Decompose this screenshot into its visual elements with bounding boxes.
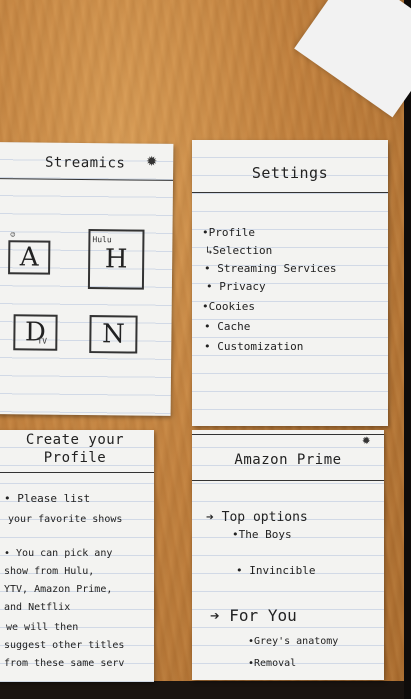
profile-line-1: • Please list [4, 492, 91, 505]
settings-item-profile[interactable]: •Profile [202, 226, 255, 239]
arrow-right-icon: ➔ [206, 510, 214, 525]
settings-item-cookies[interactable]: •Cookies [202, 300, 255, 313]
settings-divider [192, 192, 388, 193]
settings-item-privacy[interactable]: • Privacy [206, 280, 266, 293]
top-item-invincible[interactable]: • Invincible [236, 564, 316, 577]
profile-line-8: suggest other titles [4, 640, 125, 651]
profile-line-3: • You can pick any [4, 548, 113, 559]
for-you-text: For You [229, 606, 297, 625]
streamics-divider [0, 178, 174, 181]
for-you-item-removal[interactable]: •Removal [248, 658, 297, 669]
settings-item-cache[interactable]: • Cache [204, 320, 251, 333]
amazon-prime-card: ✹ Amazon Prime ➔ Top options •The Boys •… [192, 430, 384, 680]
gear-icon[interactable]: ✹ [362, 432, 371, 448]
amazon-top-rule [192, 434, 384, 435]
app-tile-n[interactable]: N [89, 315, 138, 354]
profile-line-6: and Netflix [4, 602, 71, 613]
top-options-text: Top options [221, 510, 308, 525]
profile-title-line2: Profile [43, 450, 107, 466]
smiley-icon: ☺ [10, 230, 16, 240]
settings-item-streaming-services[interactable]: • Streaming Services [204, 262, 337, 275]
profile-line-5: YTV, Amazon Prime, [4, 584, 113, 595]
settings-item-customization[interactable]: • Customization [204, 340, 304, 353]
profile-divider [0, 472, 154, 473]
amazon-title: Amazon Prime [234, 452, 342, 468]
for-you-item-greys-anatomy[interactable]: •Grey's anatomy [248, 636, 339, 647]
top-item-the-boys[interactable]: •The Boys [232, 528, 292, 541]
settings-card: Settings •Profile ↳Selection • Streaming… [192, 140, 388, 426]
dark-bottom-edge [0, 681, 404, 699]
profile-line-2: your favorite shows [8, 514, 123, 525]
app-tile-h[interactable]: H [87, 229, 145, 290]
tv-badge: TV [37, 336, 48, 346]
create-profile-card: Create your Profile • Please list your f… [0, 430, 154, 682]
profile-line-7: we will then [6, 622, 79, 633]
profile-line-4: show from Hulu, [4, 566, 95, 577]
app-tile-d[interactable]: D [13, 314, 58, 351]
streamics-card: Streamics ✹ ☺ A Hulu H D TV N [0, 142, 174, 416]
top-options-label: ➔ Top options [206, 510, 308, 525]
app-tile-h-letter: H [104, 244, 128, 275]
dark-edge [404, 0, 411, 699]
profile-title-line1: Create your [25, 432, 125, 448]
app-tile-a[interactable]: A [8, 240, 51, 275]
app-tile-n-letter: N [101, 319, 125, 350]
settings-item-selection[interactable]: ↳Selection [206, 244, 273, 257]
for-you-label: ➔ For You [210, 606, 297, 625]
settings-title: Settings [251, 164, 329, 182]
arrow-right-icon: ➔ [210, 606, 220, 625]
amazon-divider [192, 480, 384, 481]
gear-icon[interactable]: ✹ [146, 149, 158, 171]
app-tile-a-letter: A [19, 242, 39, 273]
profile-line-9: from these same serv [4, 658, 125, 669]
